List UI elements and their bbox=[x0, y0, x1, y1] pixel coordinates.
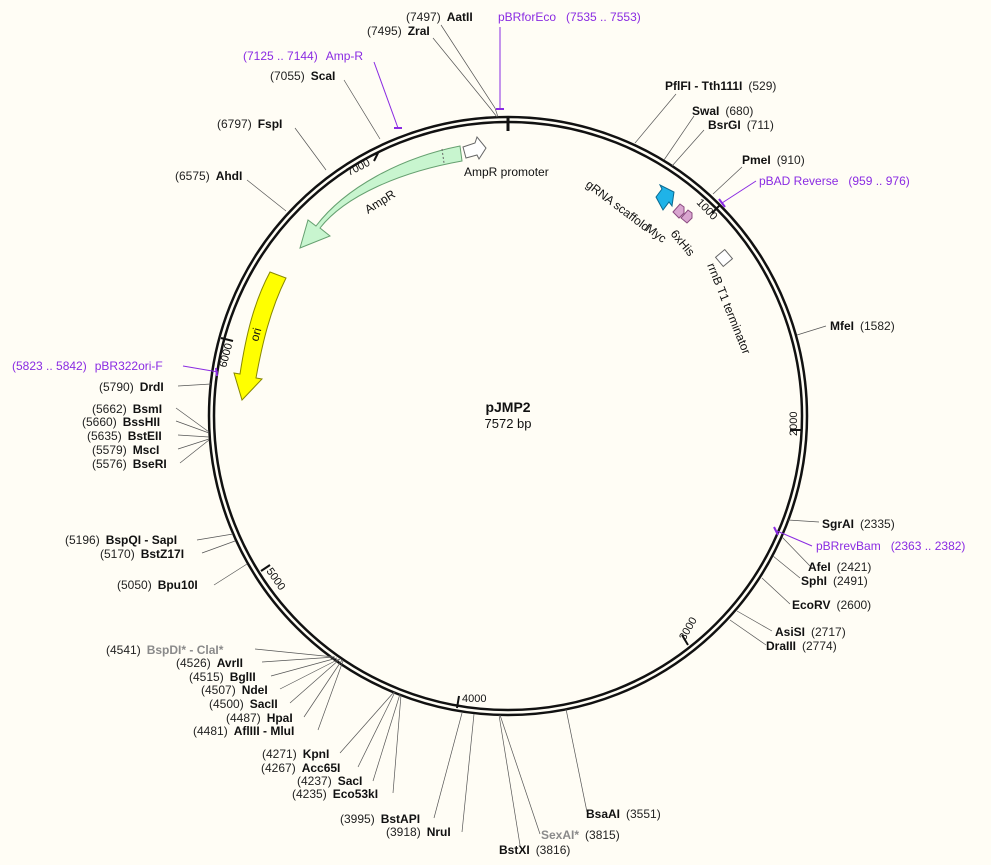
site-fspi[interactable]: (6797)FspI bbox=[217, 117, 282, 131]
primer-leader-lines bbox=[182, 27, 813, 547]
site-bpu10i[interactable]: (5050)Bpu10I bbox=[117, 578, 198, 592]
svg-text:3000: 3000 bbox=[677, 615, 700, 642]
site-asisi[interactable]: AsiSI(2717) bbox=[775, 625, 846, 639]
site-eco53ki[interactable]: (4235)Eco53kI bbox=[292, 787, 378, 801]
site-leader-lines bbox=[175, 24, 827, 846]
site-bseri[interactable]: (5576)BseRI bbox=[92, 457, 167, 471]
site-afliii-mlui[interactable]: (4481)AflIII - MluI bbox=[193, 724, 294, 738]
site-zrai[interactable]: (7495)ZraI bbox=[367, 24, 430, 38]
site-bsaai[interactable]: BsaAI(3551) bbox=[586, 807, 661, 821]
site-ndei[interactable]: (4507)NdeI bbox=[201, 683, 268, 697]
site-ecorv[interactable]: EcoRV(2600) bbox=[792, 598, 871, 612]
svg-text:gRNA scaffold: gRNA scaffold bbox=[583, 177, 652, 234]
primer-pbr322ori-f[interactable]: (5823 .. 5842)pBR322ori-F bbox=[12, 359, 163, 373]
site-ahdi[interactable]: (6575)AhdI bbox=[175, 169, 242, 183]
plasmid-length: 7572 bp bbox=[485, 416, 532, 431]
site-kpni[interactable]: (4271)KpnI bbox=[262, 747, 329, 761]
site-sacii[interactable]: (4500)SacII bbox=[209, 697, 278, 711]
plasmid-name: pJMP2 bbox=[485, 399, 530, 415]
feature-ampr: AmpR bbox=[299, 145, 463, 249]
tick-6000: 6000 bbox=[217, 337, 235, 369]
site-mfei[interactable]: MfeI(1582) bbox=[830, 319, 895, 333]
site-acc65i[interactable]: (4267)Acc65I bbox=[261, 761, 340, 775]
site-avrii[interactable]: (4526)AvrII bbox=[176, 656, 243, 670]
site-bstapi[interactable]: (3995)BstAPI bbox=[340, 812, 420, 826]
site-sphi[interactable]: SphI(2491) bbox=[801, 574, 868, 588]
site-sgrai[interactable]: SgrAI(2335) bbox=[822, 517, 895, 531]
site-msci[interactable]: (5579)MscI bbox=[92, 443, 159, 457]
primer-amp-r[interactable]: (7125 .. 7144)Amp-R bbox=[243, 49, 363, 63]
svg-text:5000: 5000 bbox=[264, 566, 288, 593]
site-pmei[interactable]: PmeI(910) bbox=[742, 153, 805, 167]
site-saci[interactable]: (4237)SacI bbox=[297, 774, 362, 788]
site-bspqi-sapi[interactable]: (5196)BspQI - SapI bbox=[65, 533, 177, 547]
site-bsrgi[interactable]: BsrGI(711) bbox=[708, 118, 774, 132]
feature-rrnb-terminator: rrnB T1 terminator bbox=[704, 248, 754, 356]
site-bspdi-clai[interactable]: (4541)BspDI* - ClaI* bbox=[106, 643, 224, 657]
feature-grna-scaffold: gRNA scaffold bbox=[583, 177, 675, 234]
site-swai[interactable]: SwaI(680) bbox=[692, 104, 753, 118]
site-bstxi[interactable]: BstXI(3816) bbox=[499, 843, 570, 857]
site-hpai[interactable]: (4487)HpaI bbox=[226, 711, 293, 725]
site-bsteii[interactable]: (5635)BstEII bbox=[87, 429, 162, 443]
site-bsshii[interactable]: (5660)BssHII bbox=[82, 415, 160, 429]
tick-2000: 2000 bbox=[788, 412, 802, 436]
svg-text:6xHis: 6xHis bbox=[668, 227, 698, 259]
svg-text:AmpR promoter: AmpR promoter bbox=[464, 165, 549, 179]
site-scai[interactable]: (7055)ScaI bbox=[270, 69, 335, 83]
site-draiii[interactable]: DraIII(2774) bbox=[766, 639, 837, 653]
primer-pbrrevbam[interactable]: pBRrevBam(2363 .. 2382) bbox=[816, 539, 965, 553]
site-pflfi[interactable]: PflFI - Tth111I(529) bbox=[665, 79, 776, 93]
feature-ampr-promoter: AmpR promoter bbox=[462, 135, 549, 179]
site-aatii[interactable]: (7497)AatII bbox=[406, 10, 473, 24]
site-afei[interactable]: AfeI(2421) bbox=[808, 560, 871, 574]
feature-6xhis: 6xHis bbox=[668, 209, 698, 259]
svg-text:ori: ori bbox=[247, 326, 264, 343]
tick-7000: 7000 bbox=[345, 152, 379, 179]
svg-text:7000: 7000 bbox=[345, 157, 372, 179]
site-bsmi[interactable]: (5662)BsmI bbox=[92, 402, 162, 416]
site-sexai[interactable]: SexAI*(3815) bbox=[541, 828, 620, 842]
svg-text:4000: 4000 bbox=[462, 693, 486, 705]
svg-text:6000: 6000 bbox=[217, 342, 235, 369]
site-bglii[interactable]: (4515)BglII bbox=[189, 670, 256, 684]
site-bstz17i[interactable]: (5170)BstZ17I bbox=[100, 547, 184, 561]
site-drdi[interactable]: (5790)DrdI bbox=[99, 380, 164, 394]
primer-pbrforeco[interactable]: pBRforEco(7535 .. 7553) bbox=[498, 10, 641, 24]
svg-text:2000: 2000 bbox=[788, 412, 800, 436]
feature-ori: ori bbox=[233, 271, 287, 401]
site-nrui[interactable]: (3918)NruI bbox=[386, 825, 451, 839]
svg-text:rrnB T1 terminator: rrnB T1 terminator bbox=[704, 261, 753, 356]
primer-pbad-reverse[interactable]: pBAD Reverse(959 .. 976) bbox=[759, 174, 910, 188]
tick-4000: 4000 bbox=[456, 693, 486, 709]
